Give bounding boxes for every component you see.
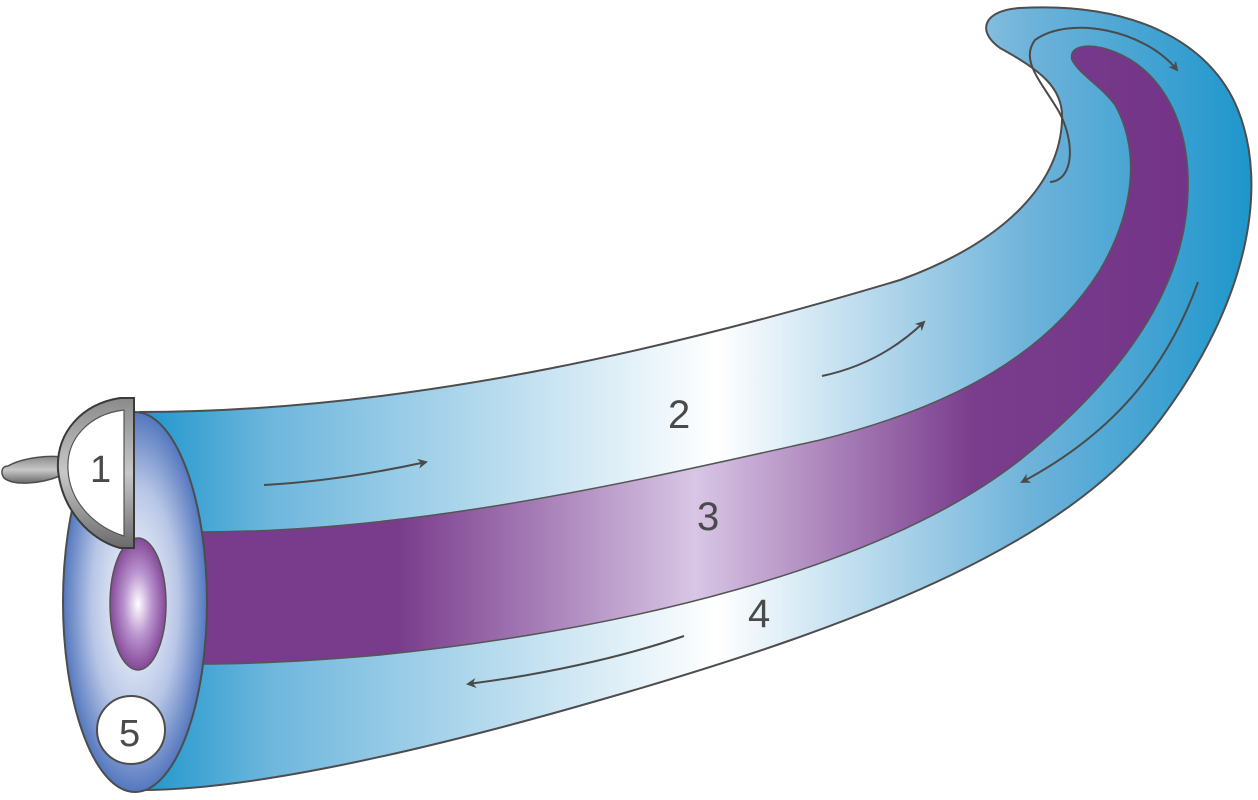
flow-arrow-3 bbox=[1028, 26, 1179, 183]
structure-1-holder bbox=[1, 397, 135, 549]
flow-arrow-4 bbox=[1020, 281, 1199, 483]
flow-arrows bbox=[263, 26, 1199, 688]
flow-arrow-5 bbox=[466, 635, 685, 688]
label-5: 5 bbox=[119, 713, 140, 755]
label-3: 3 bbox=[697, 495, 719, 539]
label-2: 2 bbox=[668, 393, 690, 437]
inner-purple-band bbox=[199, 45, 1189, 665]
structure-5-circle bbox=[96, 695, 166, 765]
end-cap-inner-oval bbox=[109, 537, 167, 671]
flow-arrow-1 bbox=[263, 458, 428, 486]
label-4: 4 bbox=[748, 592, 770, 636]
label-1: 1 bbox=[90, 449, 111, 491]
flow-arrow-2 bbox=[821, 320, 926, 377]
